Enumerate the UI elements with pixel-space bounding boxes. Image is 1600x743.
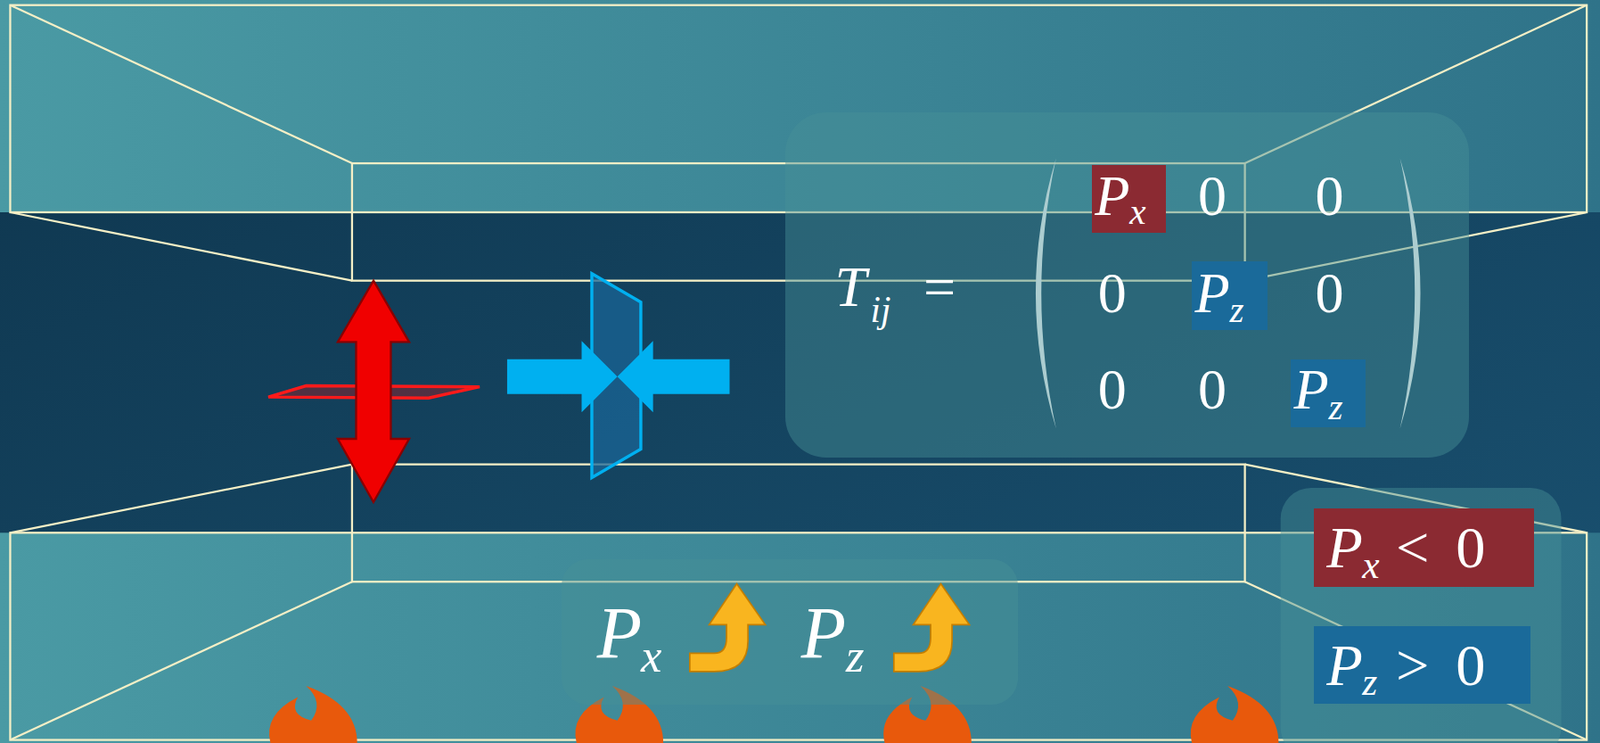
- math-text: 0: [1197, 167, 1227, 225]
- edge: [9, 212, 352, 281]
- math-symbol: P: [801, 596, 846, 670]
- math-symbol: ij: [869, 291, 891, 329]
- math-symbol: P: [1094, 167, 1130, 225]
- condition-box: Px < 0: [1313, 508, 1534, 587]
- math-symbol: T: [834, 258, 867, 316]
- math-symbol: z: [1229, 291, 1244, 329]
- blue-arrow: [617, 340, 731, 412]
- flame: [269, 685, 358, 743]
- matrix-cell: Pz: [1191, 261, 1268, 330]
- flame: [1190, 685, 1280, 743]
- red-double-arrow: [337, 280, 410, 502]
- math-symbol: P: [1326, 517, 1363, 577]
- math-symbol: P: [597, 596, 642, 670]
- math-symbol: P: [1294, 361, 1330, 419]
- blue-arrow: [507, 340, 618, 412]
- math-text: < 0: [1395, 517, 1486, 577]
- math-text: 0: [1098, 361, 1127, 419]
- math-symbol: z: [1328, 388, 1343, 426]
- math-symbol: z: [845, 631, 865, 680]
- math-text: =: [923, 258, 956, 316]
- math-text: 0: [1098, 264, 1127, 322]
- math-text: 0: [1315, 264, 1345, 322]
- increase-panel: PxPz: [561, 558, 1019, 705]
- edge: [9, 5, 352, 164]
- math-symbol: x: [1129, 193, 1146, 230]
- increase-arrow: [894, 583, 970, 672]
- math-text: 0: [1315, 167, 1345, 225]
- condition-box: Pz > 0: [1313, 625, 1531, 704]
- math-symbol: P: [1326, 635, 1363, 695]
- matrix-panel: PxPzPzTij=000000: [785, 112, 1469, 458]
- math-text: 0: [1197, 361, 1227, 419]
- math-symbol: x: [640, 631, 662, 680]
- math-symbol: P: [1195, 264, 1231, 322]
- math-symbol: z: [1362, 662, 1378, 702]
- edge: [9, 464, 352, 534]
- edge: [9, 581, 352, 739]
- math-symbol: x: [1362, 545, 1379, 585]
- condition-panel: [1280, 487, 1562, 743]
- plate-edges: [9, 5, 1587, 740]
- math-text: > 0: [1395, 635, 1486, 695]
- matrix-cell: Px: [1091, 164, 1167, 232]
- matrix-cell: Pz: [1290, 359, 1366, 427]
- increase-arrow: [689, 583, 766, 672]
